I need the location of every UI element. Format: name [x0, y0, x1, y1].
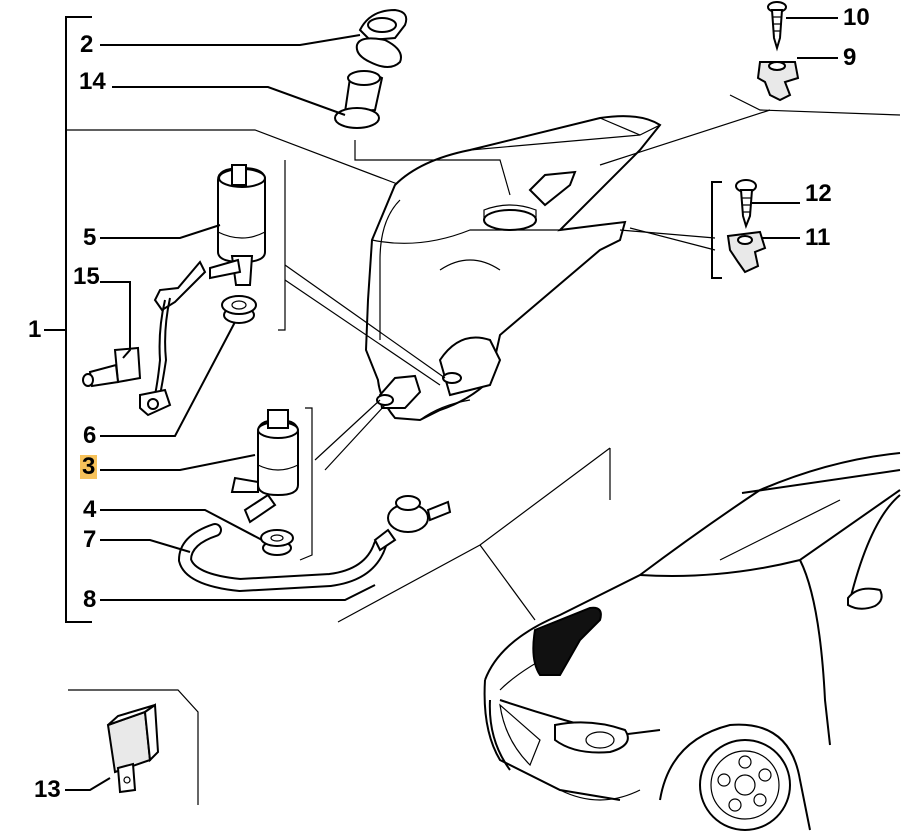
callout-8[interactable]: 8	[83, 586, 97, 613]
callout-3[interactable]: 3	[80, 453, 98, 480]
washer-reservoir	[364, 115, 662, 422]
part-12-screw	[735, 179, 757, 230]
callout-9[interactable]: 9	[843, 44, 857, 71]
vehicle-illustration	[337, 447, 901, 831]
callout-15[interactable]: 15	[73, 263, 100, 290]
part-2-cap	[355, 8, 408, 68]
part-13-relay	[68, 689, 199, 805]
callout-5[interactable]: 5	[83, 224, 97, 251]
callout-12[interactable]: 12	[805, 180, 832, 207]
part-6-grommet	[221, 295, 257, 324]
callout-7[interactable]: 7	[83, 526, 97, 553]
callout-4[interactable]: 4	[83, 496, 97, 523]
callout-1[interactable]: 1	[28, 316, 42, 343]
callout-2[interactable]: 2	[80, 31, 94, 58]
part-8-check-valve	[373, 495, 452, 552]
part-3-pump	[230, 409, 299, 524]
bracket-5	[278, 160, 286, 331]
part-5-pump	[209, 164, 266, 286]
part-9-clip	[756, 61, 800, 102]
group-bracket-11-12	[711, 181, 722, 279]
callout-6[interactable]: 6	[83, 422, 97, 449]
bracket-3	[299, 407, 313, 561]
part-7-hose	[177, 523, 387, 593]
part-10-screw	[767, 1, 787, 52]
callout-11[interactable]: 11	[805, 224, 831, 251]
callout-13[interactable]: 13	[34, 776, 61, 803]
part-15-level-sensor	[82, 260, 207, 417]
callout-leaders	[65, 17, 838, 791]
group-bracket-1	[44, 16, 401, 623]
part-4-grommet	[260, 529, 294, 556]
reservoir-leaders	[284, 94, 901, 471]
part-14-filler-neck	[334, 70, 384, 129]
callout-14[interactable]: 14	[79, 68, 106, 95]
part-11-clip	[726, 230, 767, 274]
callout-10[interactable]: 10	[843, 4, 870, 31]
